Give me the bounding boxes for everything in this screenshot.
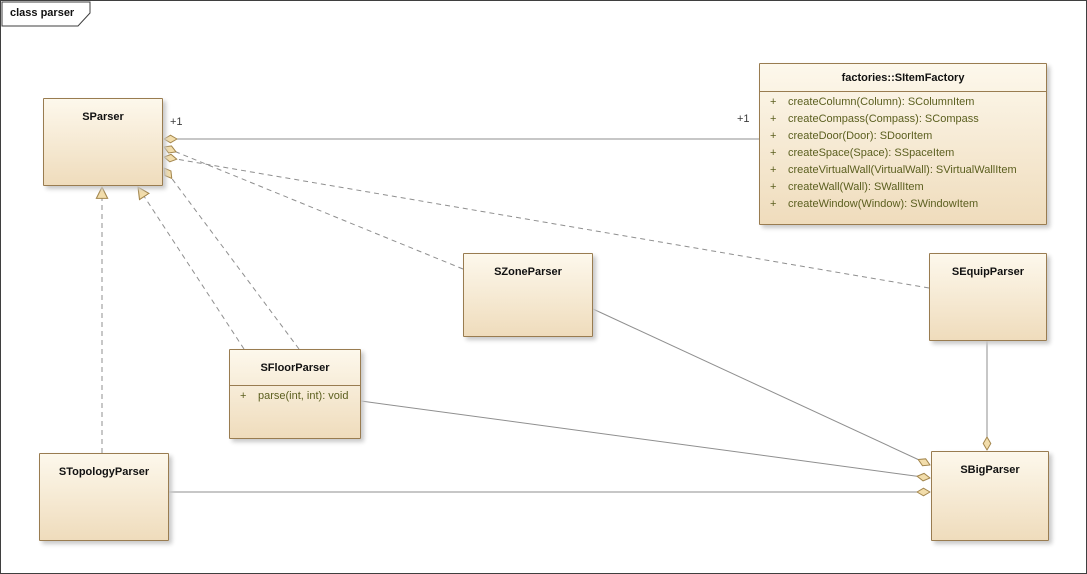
- visibility-marker: +: [770, 96, 777, 108]
- class-sparser[interactable]: SParser: [43, 98, 163, 186]
- class-sbigparser[interactable]: SBigParser: [931, 451, 1049, 541]
- method-text: createWall(Wall): SWallItem: [788, 181, 924, 193]
- class-title: SZoneParser: [494, 266, 562, 278]
- connector-sfloorparser-sparser[interactable]: [164, 168, 300, 350]
- visibility-marker: +: [240, 390, 247, 402]
- method-text: createWindow(Window): SWindowItem: [788, 198, 979, 210]
- method-compartment: + parse(int, int): void: [230, 386, 360, 405]
- connector-sfloorparser-sbigparser[interactable]: [360, 400, 930, 478]
- visibility-marker: +: [770, 130, 777, 142]
- method-row: + parse(int, int): void: [230, 388, 360, 405]
- class-title: SBigParser: [960, 464, 1020, 476]
- diagram-frame-tab[interactable]: [1, 1, 91, 27]
- connector-szoneparser-sparser[interactable]: [164, 147, 464, 270]
- method-text: createSpace(Space): SSpaceItem: [788, 147, 955, 159]
- method-text: createCompass(Compass): SCompass: [788, 113, 979, 125]
- connector-sfloorparser-sparser-realization[interactable]: [138, 187, 245, 350]
- method-text: createDoor(Door): SDoorItem: [788, 130, 933, 142]
- class-title: SFloorParser: [230, 350, 360, 386]
- method-row: + createColumn(Column): SColumnItem: [760, 94, 1046, 111]
- method-row: + createVirtualWall(VirtualWall): SVirtua…: [760, 162, 1046, 179]
- method-row: + createSpace(Space): SSpaceItem: [760, 145, 1046, 162]
- method-row: + createDoor(Door): SDoorItem: [760, 128, 1046, 145]
- method-row: + createWall(Wall): SWallItem: [760, 179, 1046, 196]
- method-text: parse(int, int): void: [258, 390, 349, 402]
- method-text: createColumn(Column): SColumnItem: [788, 96, 975, 108]
- method-row: + createWindow(Window): SWindowItem: [760, 196, 1046, 213]
- class-sfloorparser[interactable]: SFloorParser + parse(int, int): void: [229, 349, 361, 439]
- diagram-frame-label: class parser: [10, 7, 75, 19]
- class-sequipparser[interactable]: SEquipParser: [929, 253, 1047, 341]
- class-szoneparser[interactable]: SZoneParser: [463, 253, 593, 337]
- connector-szoneparser-sbigparser[interactable]: [592, 308, 930, 465]
- class-title: STopologyParser: [58, 466, 150, 478]
- method-row: + createCompass(Compass): SCompass: [760, 111, 1046, 128]
- class-sitemfactory[interactable]: factories::SItemFactory + createColumn(Co…: [759, 63, 1047, 225]
- class-title: factories::SItemFactory: [760, 64, 1046, 92]
- multiplicity-label-sitemfactory: +1: [737, 113, 750, 125]
- class-title: SEquipParser: [951, 266, 1025, 278]
- method-text: createVirtualWall(VirtualWall): SVirtual…: [788, 164, 1017, 176]
- method-compartment: + createColumn(Column): SColumnItem + creat…: [760, 92, 1046, 213]
- visibility-marker: +: [770, 181, 777, 193]
- visibility-marker: +: [770, 198, 777, 210]
- visibility-marker: +: [770, 113, 777, 125]
- class-stopologyparser[interactable]: STopologyParser: [39, 453, 169, 541]
- connector-sequipparser-sparser[interactable]: [164, 157, 930, 289]
- multiplicity-label-sparser: +1: [170, 116, 183, 128]
- visibility-marker: +: [770, 147, 777, 159]
- visibility-marker: +: [770, 164, 777, 176]
- class-title: SParser: [82, 111, 124, 123]
